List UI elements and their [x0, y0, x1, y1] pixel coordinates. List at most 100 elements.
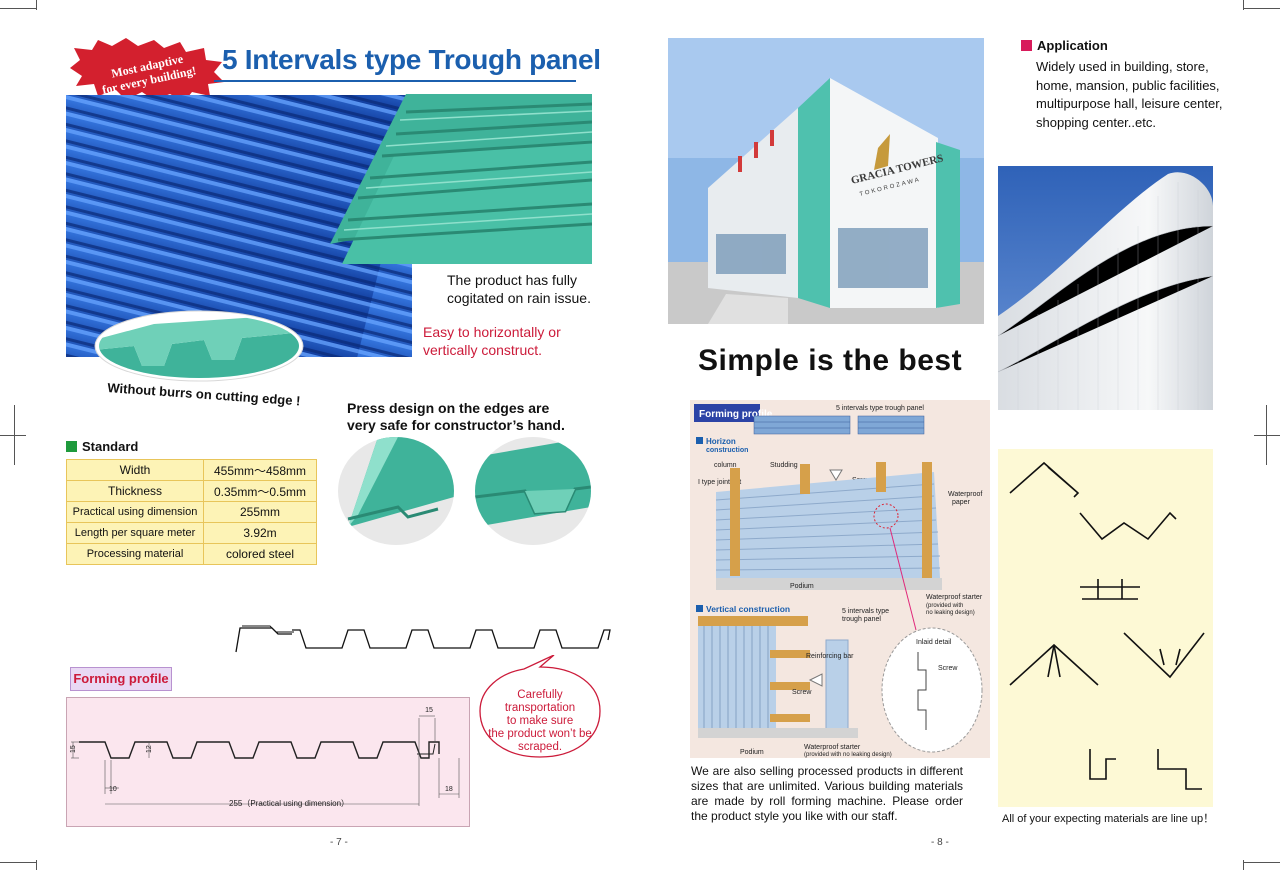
materials-profiles-drawing: [1009, 461, 1205, 790]
panel-cross-section-outline: [235, 625, 611, 653]
spec-label: Processing material: [66, 543, 204, 565]
page-number-right: - 8 -: [931, 837, 949, 848]
dim-15-left: 15: [70, 745, 77, 753]
processing-paragraph: We are also selling processed products i…: [691, 764, 963, 823]
application-heading: Application: [1021, 38, 1108, 53]
crop-mark: [0, 435, 26, 436]
slogan: Simple is the best: [698, 344, 963, 377]
crop-mark: [1243, 0, 1244, 10]
bubble-line: the product won’t be: [488, 728, 592, 740]
caption-rain-1: The product has fully: [447, 272, 577, 288]
crop-mark: [0, 862, 36, 863]
diagram-waterproof-paper-2: paper: [952, 499, 971, 506]
construction-diagram-drawing: Forming profile 5 intervals type trough …: [694, 404, 983, 758]
dim-255-practical: 255（Practical using dimension）: [229, 799, 349, 808]
diagram-horizon-2: construction: [706, 447, 748, 454]
dim-10: 10: [109, 786, 117, 793]
crop-mark: [36, 860, 37, 870]
spec-label: Length per square meter: [66, 522, 204, 544]
diagram-studding: Studding: [770, 462, 798, 469]
diagram-podium: Podium: [790, 583, 814, 590]
v-trim-profile: [1079, 511, 1177, 541]
caption-rain-2: cogitated on rain issue.: [447, 290, 591, 306]
application-heading-text: Application: [1037, 38, 1108, 53]
standard-heading: Standard: [66, 439, 138, 454]
diagram-vertical: Vertical construction: [706, 604, 790, 614]
materials-panel: [998, 449, 1213, 807]
green-square-icon: [66, 441, 77, 452]
diagram-v-panel-2: trough panel: [842, 616, 881, 623]
materials-caption: All of your expecting materials are line…: [1002, 813, 1215, 825]
crop-mark: [1244, 862, 1280, 863]
bubble-line: to make sure: [507, 715, 573, 727]
forming-profile-label: Forming profile: [70, 667, 172, 691]
corner-trim-profile: [1009, 461, 1080, 498]
page-number-left: - 7 -: [330, 837, 348, 848]
curved-white-facade-photo: [998, 166, 1213, 410]
diagram-reinforcing: Reinforcing bar: [806, 653, 854, 660]
diagram-podium2: Podium: [740, 749, 764, 756]
bubble-line: scraped.: [518, 741, 562, 753]
diagram-joint-set: I type joint set: [698, 479, 741, 486]
diagram-screw2: Screw: [792, 689, 812, 696]
h-joint-profile: [1080, 579, 1140, 600]
diagram-panel-label: 5 intervals type trough panel: [836, 405, 924, 412]
caption-burrs: Without burrs on cutting edge !: [106, 380, 301, 409]
starter-profile-1: [1089, 749, 1116, 780]
title-underline: [214, 80, 576, 82]
spec-value: colored steel: [203, 543, 317, 565]
caption-construct-1: Easy to horizontally or: [423, 324, 561, 340]
dim-18: 18: [445, 786, 453, 793]
caption-press-1: Press design on the edges are: [347, 400, 550, 416]
diagram-inlaid: Inlaid detail: [916, 639, 952, 646]
spec-label: Thickness: [66, 480, 204, 502]
panel-edge-closeup: [94, 310, 304, 382]
spec-label: Practical using dimension: [66, 501, 204, 523]
diagram-screw3: Screw: [938, 665, 958, 672]
dim-15-top: 15: [425, 707, 433, 714]
diagram-column: column: [714, 462, 737, 469]
page-title: 5 Intervals type Trough panel: [222, 44, 601, 75]
spec-label: Width: [66, 459, 204, 481]
crop-mark: [1266, 405, 1267, 465]
press-edge-photo-2: [475, 437, 591, 545]
gracia-towers-building-photo: GRACIA TOWERS TOKOROZAWA: [668, 38, 984, 324]
diagram-v-starter-1: Waterproof starter: [804, 744, 861, 751]
crop-mark: [36, 0, 37, 10]
inner-corner-profile: [1123, 632, 1205, 679]
forming-profile-box: 15 15 12 10 18 255（Practical using dimen…: [66, 697, 470, 827]
press-edge-photo-1: [338, 437, 454, 545]
diagram-v-starter-2: (provided with no leaking design): [804, 752, 892, 758]
adaptive-starburst-badge: Most adaptive for every building!: [70, 38, 224, 102]
application-text: Widely used in building, store, home, ma…: [1036, 59, 1223, 130]
spec-value: 255mm: [203, 501, 317, 523]
diagram-horizon-1: Horizon: [706, 437, 736, 446]
speech-bubble: Carefully transportation to make sure th…: [479, 655, 601, 758]
bubble-line: Carefully: [517, 689, 563, 701]
dim-12: 12: [146, 745, 153, 753]
outer-corner-profile: [1009, 643, 1099, 686]
standard-heading-text: Standard: [82, 439, 139, 454]
diagram-v-panel-1: 5 intervals type: [842, 608, 889, 615]
caption-press-2: very safe for constructor’s hand.: [347, 417, 565, 433]
pink-square-icon: [1021, 40, 1032, 51]
crop-mark: [1244, 8, 1280, 9]
diagram-starter-1: Waterproof starter: [926, 594, 983, 601]
diagram-starter-2: (provided with: [926, 603, 963, 609]
starter-profile-2: [1157, 749, 1202, 790]
diagram-waterproof-paper-1: Waterproof: [948, 491, 982, 498]
spec-value: 0.35mm～0.5mm: [203, 480, 317, 502]
bubble-line: transportation: [505, 702, 575, 714]
caption-construct-2: vertically construct.: [423, 342, 543, 358]
diagram-forming-profile: Forming profile: [699, 409, 773, 420]
diagram-starter-3: no leaking design): [926, 610, 975, 616]
crop-mark: [14, 405, 15, 465]
spec-value: 3.92m: [203, 522, 317, 544]
spec-value: 455mm～458mm: [203, 459, 317, 481]
